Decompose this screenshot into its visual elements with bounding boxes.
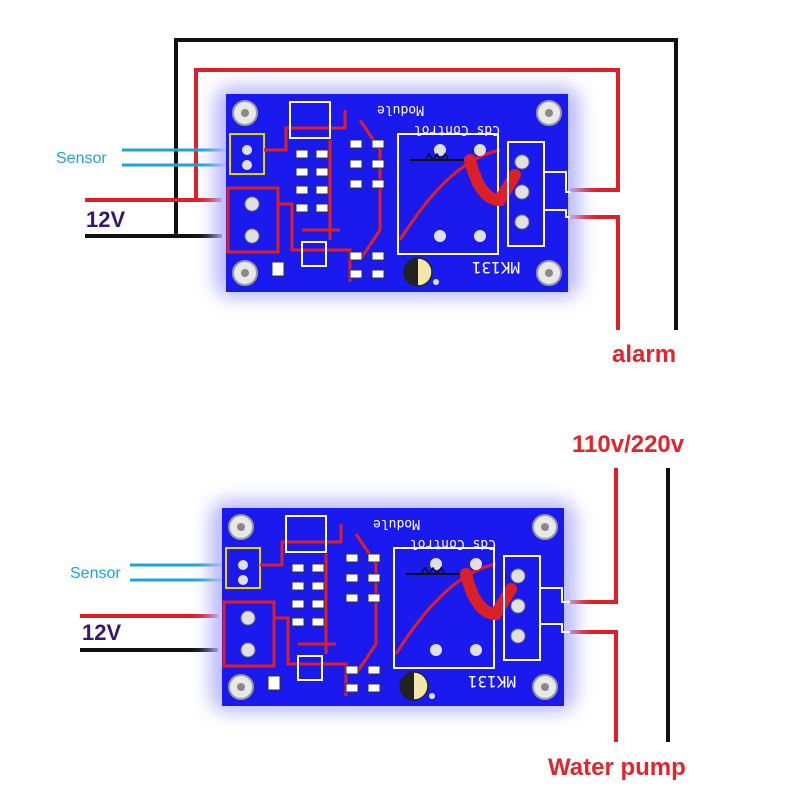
board-subtitle-1: Module bbox=[377, 102, 424, 117]
alarm-red-lower-wire bbox=[570, 215, 620, 330]
module-1: Cds Control Module MK131 Sensor 12V alar… bbox=[56, 38, 678, 368]
mount-hole-icon bbox=[232, 100, 562, 286]
pcb-traces bbox=[264, 110, 501, 282]
pcb-traces bbox=[260, 524, 497, 696]
pump-red-upper-wire bbox=[570, 468, 618, 604]
smd-components bbox=[267, 515, 381, 693]
load-label-1: alarm bbox=[612, 341, 676, 368]
pcb-board-1: Cds Control Module MK131 bbox=[214, 86, 580, 298]
photoresistor-icon bbox=[399, 671, 435, 701]
relay-icon bbox=[393, 547, 517, 669]
screw-terminal-icon bbox=[222, 600, 276, 668]
mount-hole-icon bbox=[228, 514, 558, 700]
board-title-2: Cds Control bbox=[410, 536, 496, 551]
pump-red-lower-wire bbox=[570, 630, 618, 742]
board-title-1: Cds Control bbox=[414, 122, 500, 137]
sensor-connector bbox=[229, 133, 265, 175]
relay-icon bbox=[397, 133, 521, 255]
load-label-2: Water pump bbox=[548, 754, 686, 781]
board-code-1: MK131 bbox=[472, 258, 520, 277]
power-label-2: 12V bbox=[82, 620, 121, 645]
mains-label: 110v/220v bbox=[572, 431, 685, 458]
output-screw-terminal-icon bbox=[503, 555, 570, 661]
sensor-connector bbox=[225, 547, 261, 589]
power-label-1: 12V bbox=[86, 207, 125, 232]
module-2: Cds Control Module MK131 Sensor 12V 110v… bbox=[70, 431, 686, 781]
board-subtitle-2: Module bbox=[373, 516, 420, 531]
external-wiring-1 bbox=[85, 38, 678, 330]
pcb-board-2: Cds Control Module MK131 bbox=[210, 500, 576, 712]
smd-components bbox=[271, 101, 385, 279]
screw-terminal-icon bbox=[226, 186, 280, 254]
sensor-label-1: Sensor bbox=[56, 150, 107, 167]
output-screw-terminal-icon bbox=[507, 141, 570, 247]
sensor-label-2: Sensor bbox=[70, 565, 121, 582]
photoresistor-icon bbox=[403, 257, 439, 287]
board-code-2: MK131 bbox=[468, 672, 516, 691]
